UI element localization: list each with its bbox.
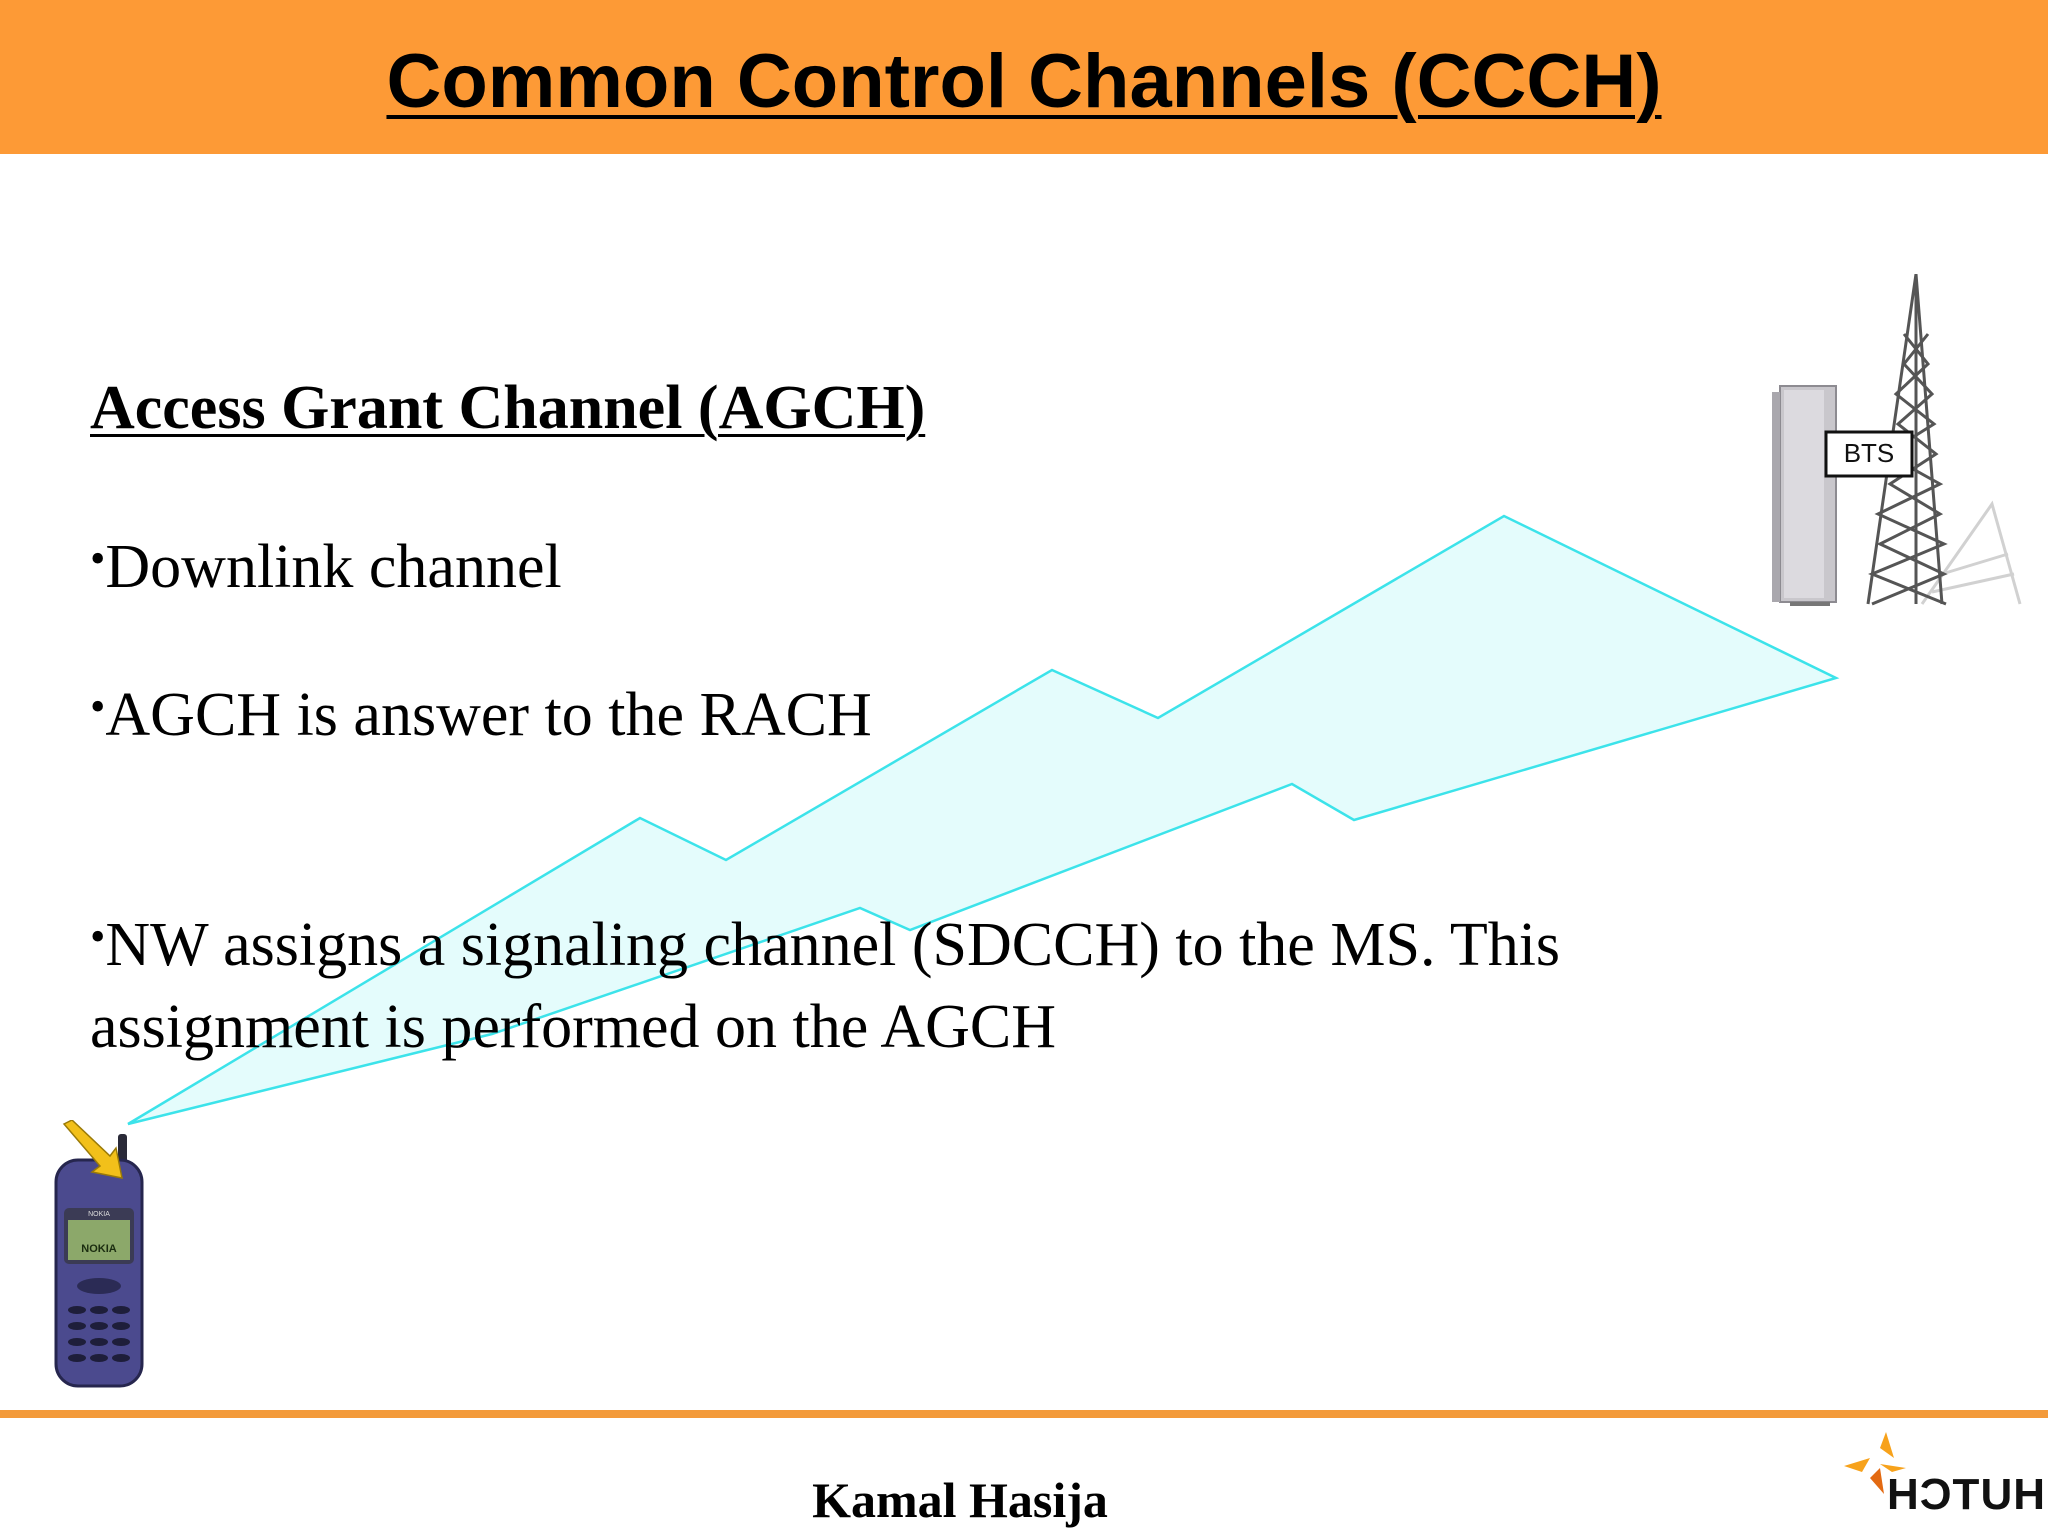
section-heading: Access Grant Channel (AGCH) bbox=[90, 374, 926, 442]
bullet-text: Downlink channel bbox=[105, 533, 562, 601]
bullet-item: •AGCH is answer to the RACH bbox=[90, 666, 872, 756]
bullet-item: •Downlink channel bbox=[90, 518, 562, 608]
bts-label: BTS bbox=[1844, 438, 1895, 468]
hutch-logo-text: HUTCH bbox=[1886, 1470, 2045, 1519]
mobile-phone-icon: NOKIA NOKIA bbox=[54, 1120, 144, 1388]
bullet-dot: • bbox=[90, 912, 106, 961]
bullet-text: AGCH is answer to the RACH bbox=[105, 681, 872, 749]
footer-divider bbox=[0, 1410, 2048, 1418]
slide-title: Common Control Channels (CCCH) bbox=[386, 39, 1662, 124]
phone-brand-label: NOKIA bbox=[88, 1211, 110, 1218]
header-band bbox=[0, 0, 2048, 154]
bullet-dot: • bbox=[90, 534, 106, 583]
hutch-logo-icon bbox=[1844, 1432, 1906, 1494]
bullet-dot: • bbox=[90, 682, 106, 731]
bullet-text: NW assigns a signaling channel (SDCCH) t… bbox=[90, 911, 1561, 1061]
phone-screen-label: NOKIA bbox=[81, 1243, 117, 1255]
bts-tower-icon: BTS bbox=[1772, 274, 2022, 606]
bullet-item: •NW assigns a signaling channel (SDCCH) … bbox=[90, 896, 1770, 1068]
footer-author: Kamal Hasija bbox=[812, 1472, 1108, 1528]
